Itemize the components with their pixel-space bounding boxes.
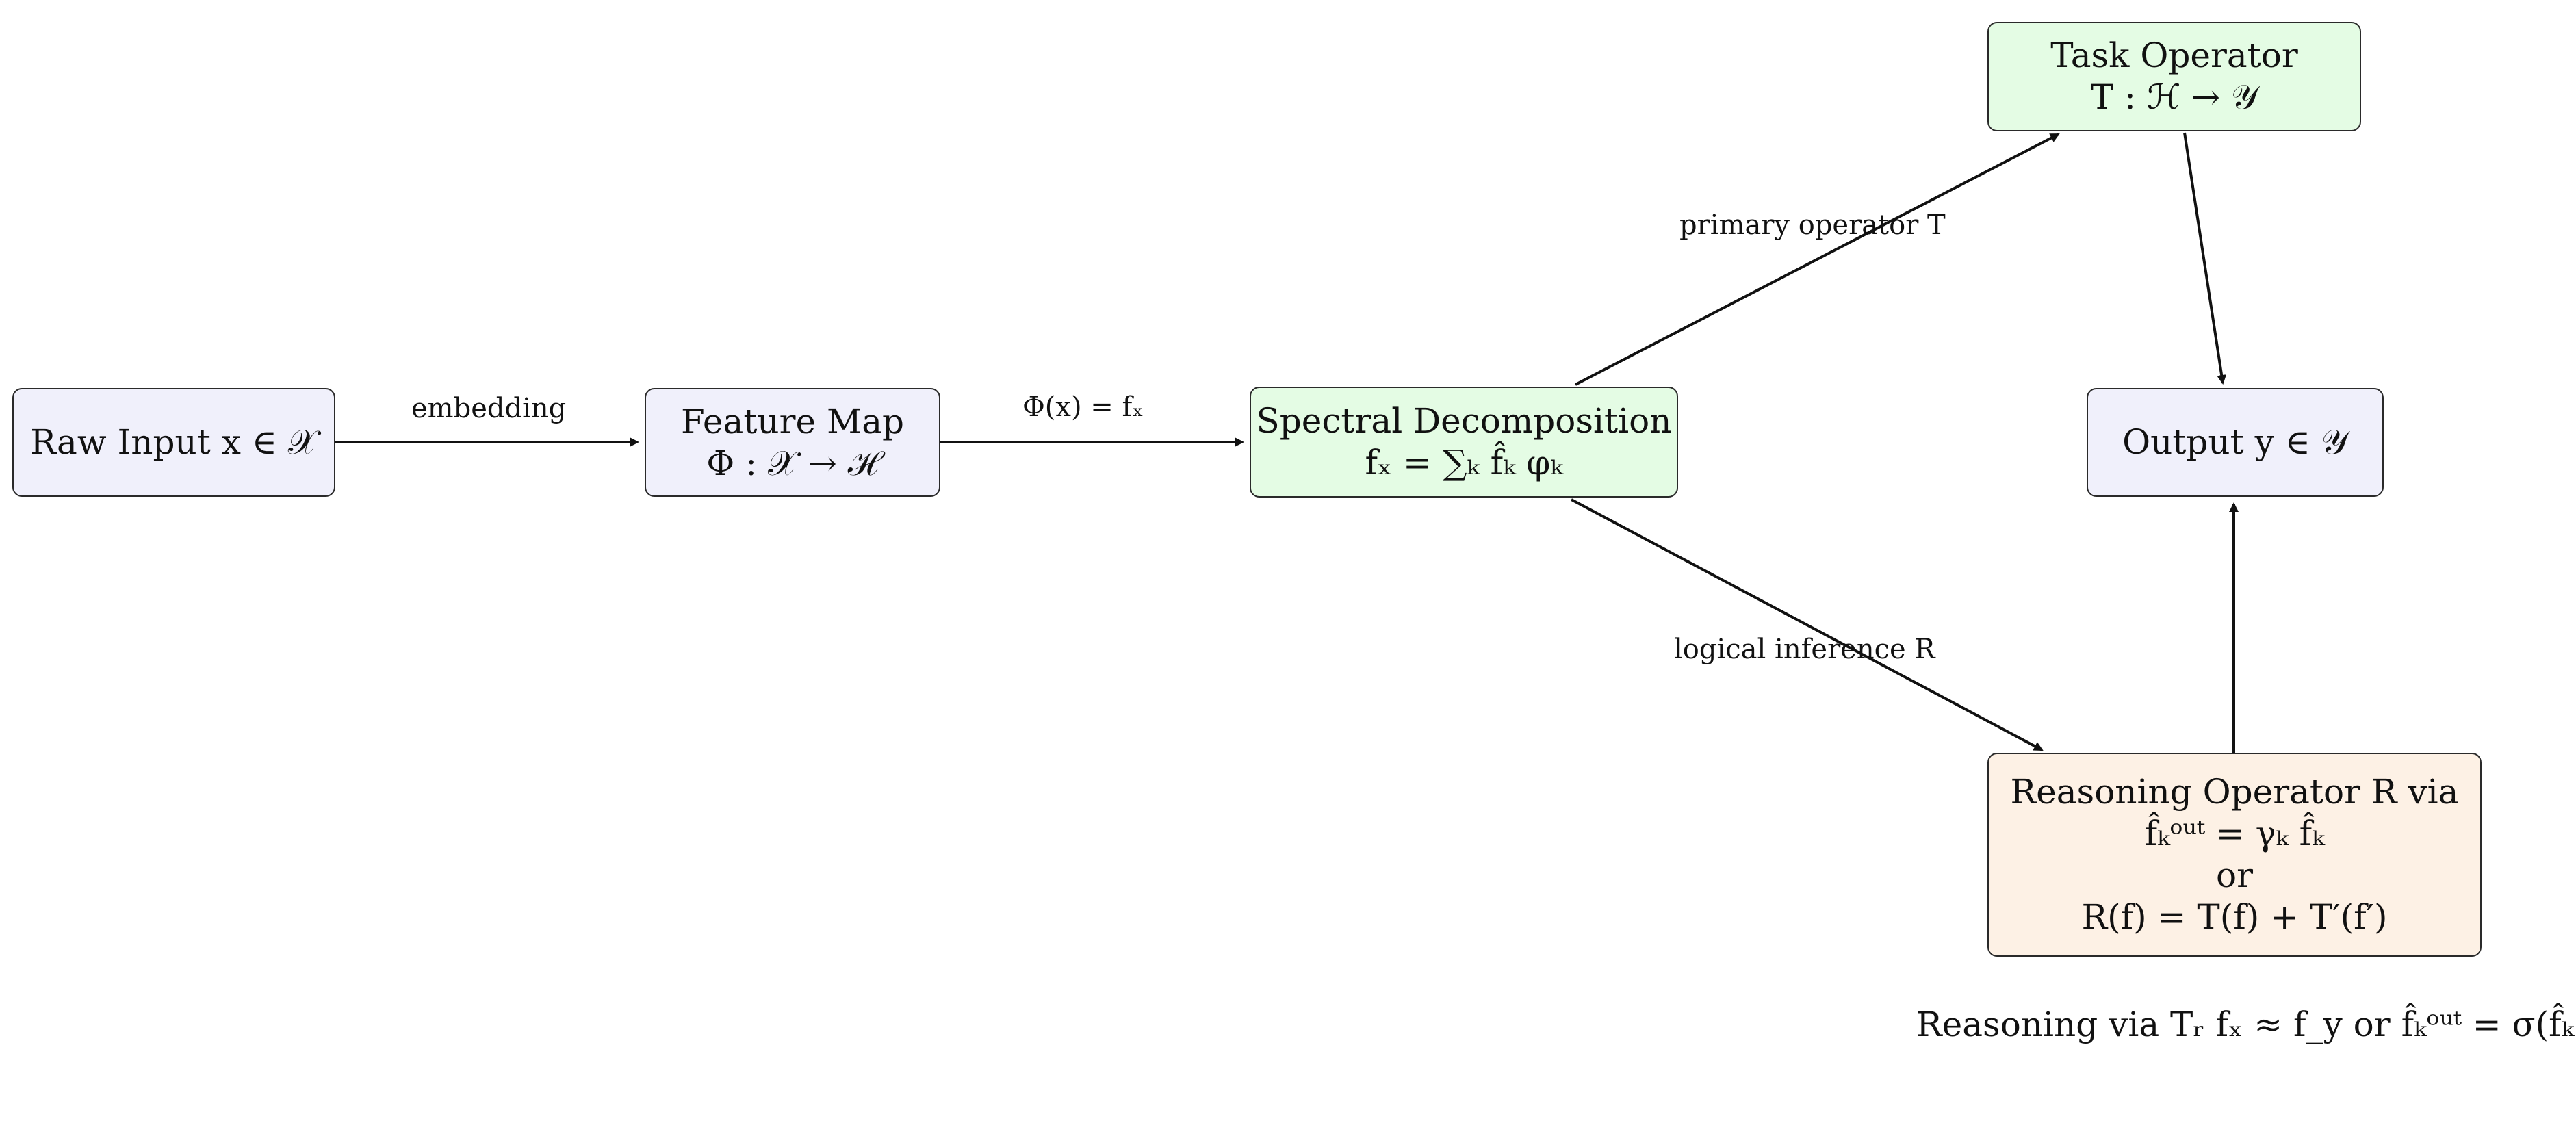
phi-edge-label: Φ(x) = fₓ	[1022, 391, 1144, 423]
feature-map-title: Feature Map	[680, 401, 905, 441]
logical-inference-edge-label: logical inference R	[1674, 634, 1935, 665]
raw-input-node: Raw Input x ∈ 𝒳	[12, 388, 335, 497]
spectral-title: Spectral Decomposition	[1256, 401, 1672, 441]
task-operator-title: Task Operator	[2050, 36, 2298, 75]
reasoning-title: Reasoning Operator R via	[2010, 772, 2459, 812]
output-node: Output y ∈ 𝒴	[2087, 388, 2384, 497]
reasoning-formula-2: R(f) = T(f) + T′(f′)	[2081, 897, 2388, 937]
raw-input-label: Raw Input x ∈ 𝒳	[30, 422, 318, 462]
task-operator-node: Task Operator T : ℋ → 𝒴	[1987, 22, 2361, 131]
reasoning-formula-1: f̂ₖᵒᵘᵗ = γₖ f̂ₖ	[2144, 814, 2325, 853]
feature-map-formula: Φ : 𝒳 → ℋ	[706, 443, 879, 483]
reasoning-operator-node: Reasoning Operator R via f̂ₖᵒᵘᵗ = γₖ f̂ₖ…	[1987, 753, 2482, 957]
reasoning-or: or	[2215, 855, 2253, 895]
feature-map-node: Feature Map Φ : 𝒳 → ℋ	[645, 388, 940, 497]
reasoning-caption: Reasoning via Tᵣ fₓ ≈ f_y or f̂ₖᵒᵘᵗ = σ(…	[1916, 1005, 2576, 1044]
output-label: Output y ∈ 𝒴	[2122, 422, 2348, 462]
spectral-formula: fₓ = ∑ₖ f̂ₖ φₖ	[1365, 443, 1563, 482]
spectral-decomposition-node: Spectral Decomposition fₓ = ∑ₖ f̂ₖ φₖ	[1250, 387, 1678, 498]
edge-task-to-output	[2183, 132, 2227, 385]
edge-logical-inference	[1571, 498, 2044, 751]
edge-primary-operator	[1575, 133, 2060, 386]
embedding-edge-label: embedding	[411, 393, 567, 424]
primary-operator-edge-label: primary operator T	[1679, 209, 1946, 241]
task-operator-formula: T : ℋ → 𝒴	[2090, 77, 2258, 117]
